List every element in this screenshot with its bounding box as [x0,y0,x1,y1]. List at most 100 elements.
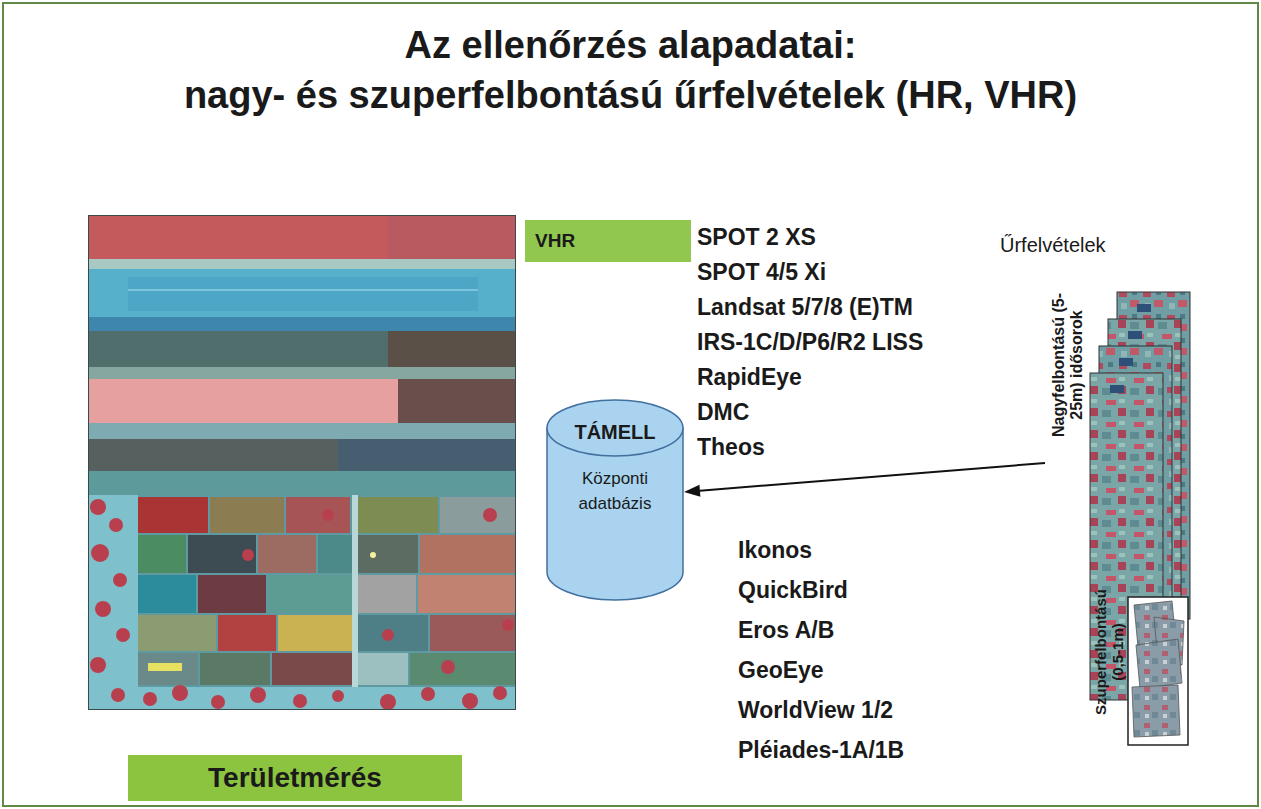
drawing-part [278,615,352,651]
satellite-name: GeoEye [738,650,904,690]
drawing-part [88,495,138,710]
drawing-part [128,289,478,291]
drawing-part [420,535,516,573]
drawing-part [88,215,516,710]
image-feature [1128,331,1142,339]
heading-label: Űrfelvételek [1000,232,1106,258]
drawing-part [138,575,196,613]
drawing-part [440,497,516,533]
drawing-part [198,575,266,613]
drawing-part [352,495,358,710]
satellite-name: Pléiades-1A/1B [738,730,904,770]
title-box: Az ellenőrzés alapadatai: nagy- és szupe… [0,20,1261,120]
satellite-name: SPOT 2 XS [697,220,923,255]
node-text: Területmérés [208,762,382,794]
image-feature [1137,304,1151,312]
drawing-part [418,575,516,613]
drawing-part [88,439,338,471]
drawing-part [89,216,516,710]
drawing-part [109,518,123,532]
drawing-part [172,685,188,701]
label-bar: Területmérés [128,755,462,801]
drawing-part [218,615,276,651]
drawing-part [502,619,514,631]
drawing-part [90,499,106,515]
drawing-part [380,694,396,710]
drawing-part [88,367,516,379]
node-subtext: Központi adatbázis [559,466,671,516]
satellite-name: RapidEye [697,360,923,395]
satellite-name: SPOT 4/5 Xi [697,255,923,290]
drawing-part [388,215,516,259]
drawing-part [90,499,514,710]
drawing-part [332,690,344,702]
cylinder-top [547,400,683,456]
drawing-part [88,259,516,269]
drawing-part [382,629,394,641]
satellite-name: Eros A/B [738,610,904,650]
drawing-part [143,692,157,706]
drawing-part [88,269,516,317]
drawing-part [358,535,418,573]
satellite-name: WorldView 1/2 [738,690,904,730]
satellite-image [88,215,516,710]
drawing-part [441,660,455,674]
drawing-part [138,535,186,573]
drawing-part [242,549,254,561]
drawing-part [88,379,398,423]
drawing-part [493,686,507,700]
drawing-part [483,508,497,522]
node-text: TÁMELL [546,420,684,444]
satellite-name: Landsat 5/7/8 (E)TM [697,290,923,325]
drawing-part [318,535,352,573]
drawing-part [90,657,106,673]
arrow-head [684,485,700,497]
drawing-part [138,653,198,685]
drawing-part [462,693,478,709]
satellite-name: DMC [697,395,923,430]
drawing-part [338,439,516,471]
node-text: Szuperfelbontású (0,5-1m) [1092,582,1126,722]
drawing-part [88,687,516,710]
drawing-part [272,653,352,685]
drawing-part [188,535,256,573]
arrow-connector [684,463,1045,497]
drawing-part [88,331,516,367]
drawing-part [88,215,516,259]
image-feature [1119,358,1133,366]
image-stack: Szuperfelbontású (0,5-1m) [1088,595,1190,747]
node-text: VHR [535,229,575,253]
drawing-part [211,695,225,709]
drawing-part [358,653,408,685]
satellite-name: Ikonos [738,530,904,570]
label-column: IkonosQuickBirdEros A/BGeoEyeWorldView 1… [738,530,904,770]
drawing-part [95,601,111,617]
drawing-part [111,688,125,702]
drawing-part [88,423,516,439]
drawing-part [88,317,516,331]
drawing-part [116,628,130,642]
drawing-part [358,575,416,613]
drawing-part [430,615,516,651]
drawing-part [286,497,350,533]
node-text: Nagyfelbontású (5-25m) idősorok [1050,285,1086,445]
title-text: Az ellenőrzés alapadatai: nagy- és szupe… [0,20,1261,120]
connector-line [700,463,1045,491]
drawing-part [113,573,127,587]
drawing-part [358,615,428,651]
drawing-part [128,277,478,311]
image-tile [1132,685,1180,737]
drawing-part [421,687,435,701]
satellite-name: IRS-1C/D/P6/R2 LISS [697,325,923,360]
drawing-part [210,497,284,533]
drawing-part [410,653,516,685]
drawing-part [322,509,334,521]
label-column: Űrfelvételek [1000,232,1106,258]
drawing-part [358,497,438,533]
image-frame [1128,597,1188,745]
drawing-part [398,379,516,423]
drawing-part [268,575,352,613]
drawing-part [138,497,208,533]
drawing-part [200,653,270,685]
